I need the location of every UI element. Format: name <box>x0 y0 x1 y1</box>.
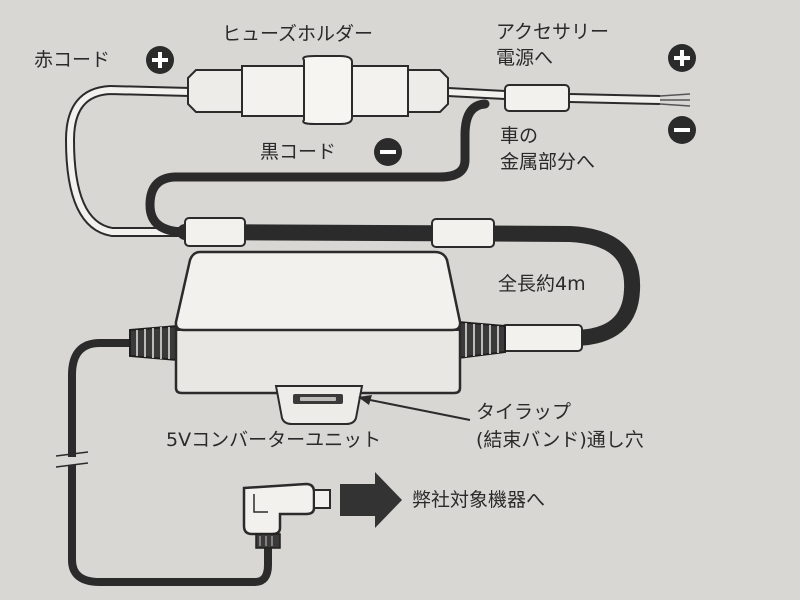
total-length-label: 全長約4m <box>498 273 586 295</box>
red-cord <box>64 84 195 237</box>
accessory-sleeve <box>504 84 570 112</box>
bare-wire-tips <box>659 93 691 107</box>
fuse-holder-label: ヒューズホルダー <box>222 23 374 45</box>
plus-icon <box>146 46 174 74</box>
converter-unit-label: 5Vコンバーターユニット <box>166 429 382 451</box>
minus-icon <box>374 138 402 166</box>
minus-icon <box>668 116 696 144</box>
cable-break-mark <box>58 457 86 465</box>
middle-sleeve <box>431 218 495 248</box>
tie-wrap-label-line2: (結束バンド)通し穴 <box>476 429 644 451</box>
black-cord <box>145 99 490 237</box>
tie-wrap-hole <box>274 385 364 425</box>
red-cord-fill <box>66 86 193 235</box>
tie-wrap-label-line1: タイラップ <box>476 401 572 423</box>
converter-unit <box>174 250 462 395</box>
usb-plug <box>242 482 331 549</box>
metal-label-line2: 金属部分へ <box>500 151 596 173</box>
accessory-label-line2: 電源へ <box>496 47 554 69</box>
right-sleeve <box>501 324 583 352</box>
left-strain-relief <box>129 324 179 362</box>
accessory-label-line1: アクセサリー <box>496 21 610 43</box>
tie-wrap-pointer <box>359 397 471 421</box>
main-cable <box>177 224 641 346</box>
red-cord-label: 赤コード <box>34 49 111 71</box>
to-device-label: 弊社対象機器へ <box>412 489 546 511</box>
plus-icon <box>668 44 696 72</box>
black-cord-label: 黒コード <box>260 141 337 163</box>
output-cable <box>68 339 272 586</box>
metal-label-line1: 車の <box>500 125 539 147</box>
right-strain-relief <box>457 320 506 360</box>
arrow-right-icon <box>340 472 402 528</box>
fuse-holder <box>187 55 449 125</box>
left-sleeve <box>184 217 246 247</box>
